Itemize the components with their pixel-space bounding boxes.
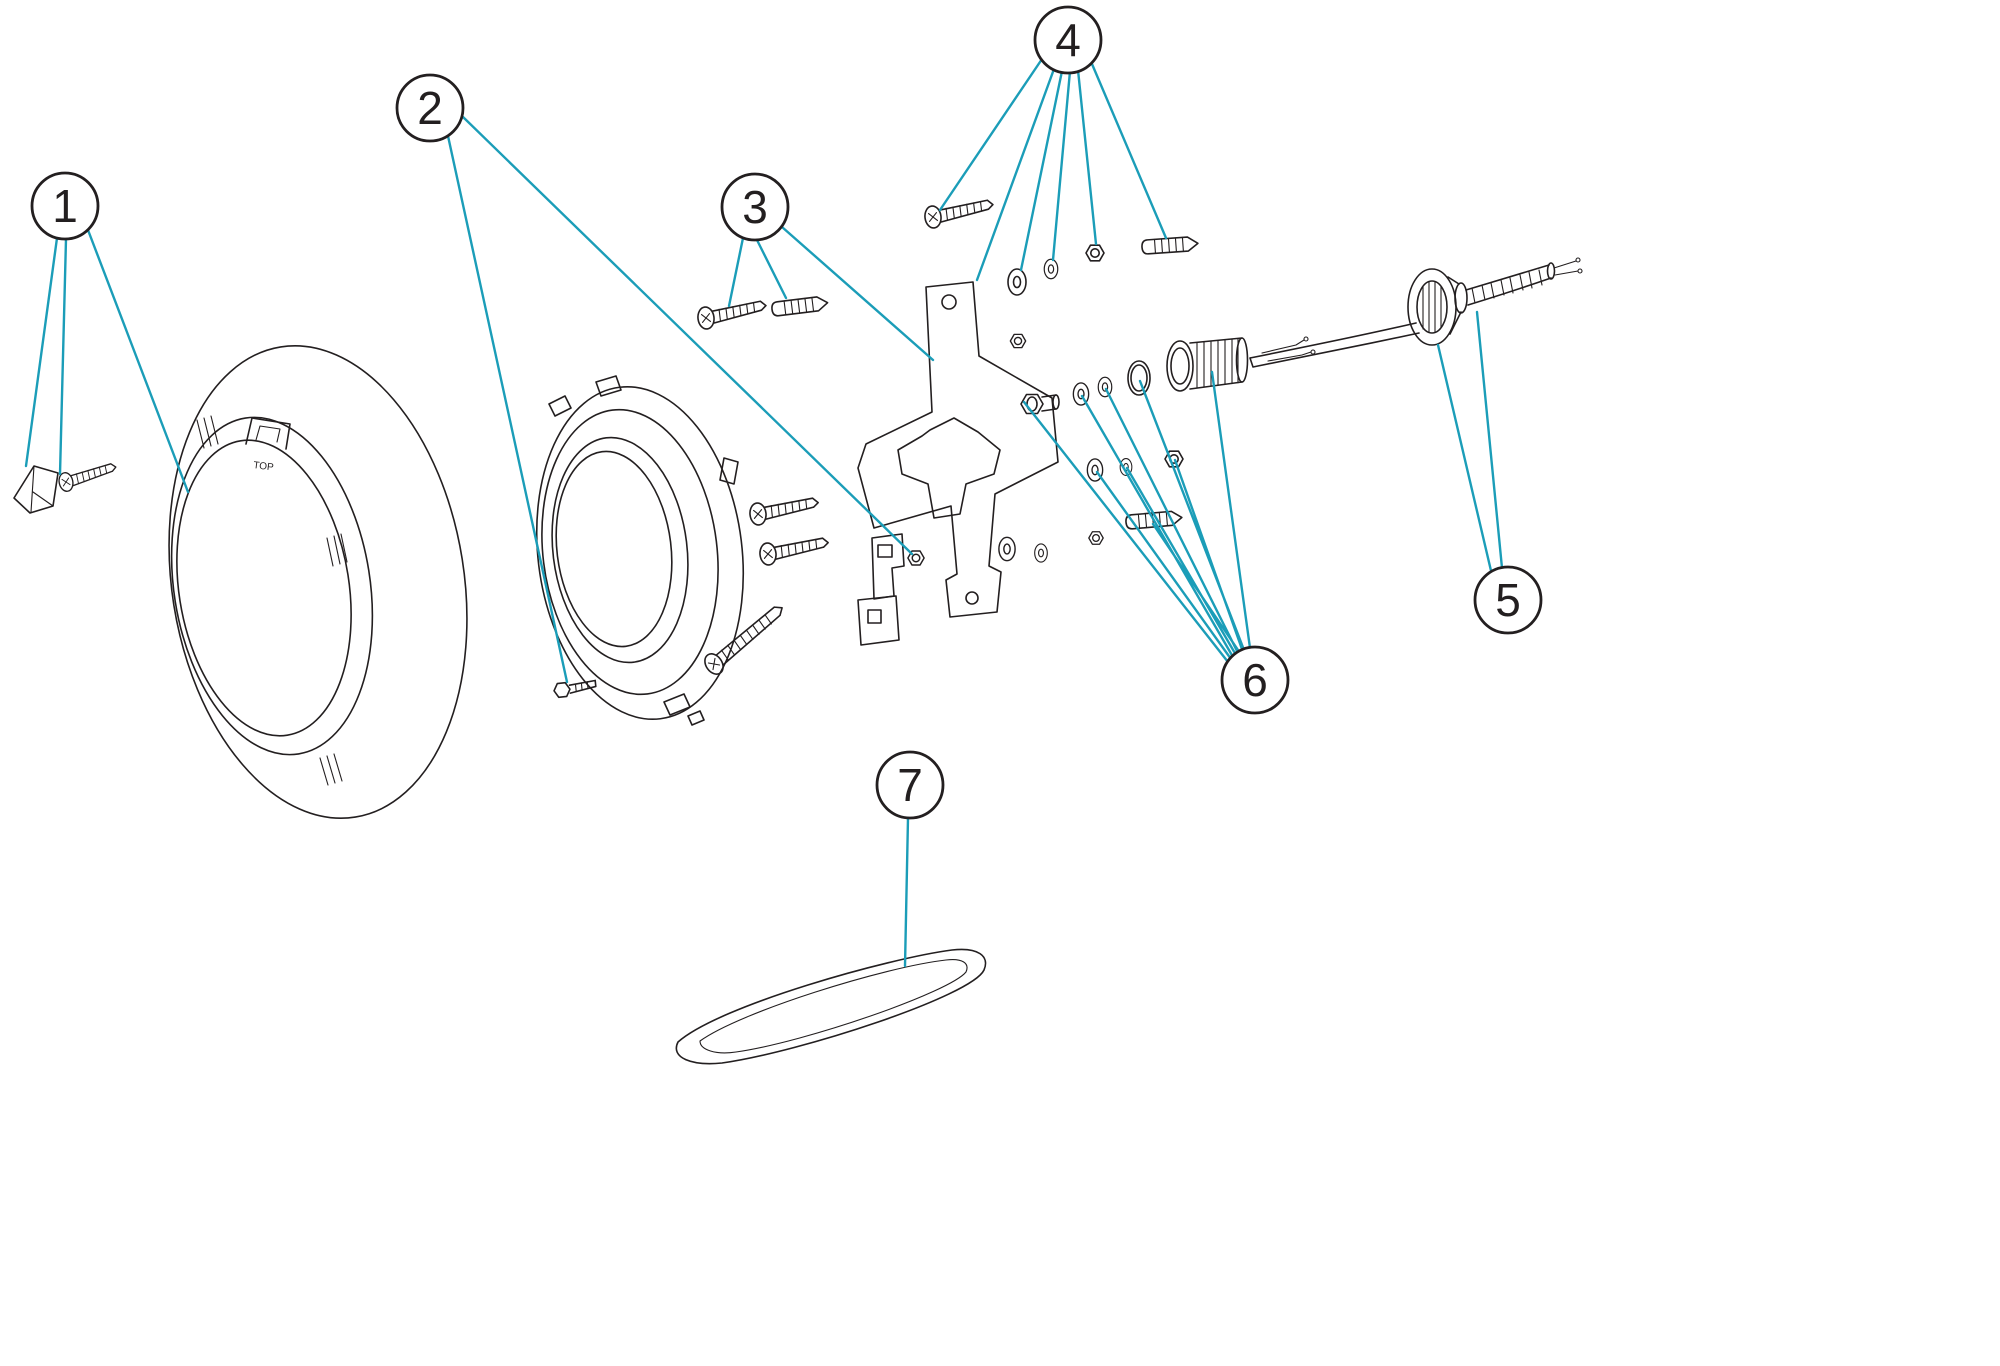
wall-anchor xyxy=(1140,235,1200,256)
fixing-ring xyxy=(535,375,745,726)
front-bezel-ring: TOP xyxy=(168,345,468,819)
callout-4: 4 xyxy=(1033,5,1103,75)
o-ring xyxy=(1127,360,1151,396)
callout-5: 5 xyxy=(1473,565,1543,635)
callout-number: 3 xyxy=(742,181,768,233)
callout-2-leaders xyxy=(446,114,914,684)
washer xyxy=(1034,543,1048,563)
mounting-bracket xyxy=(857,281,1059,618)
callout-2: 2 xyxy=(395,73,465,143)
callout-number: 4 xyxy=(1055,14,1081,66)
callout-3: 3 xyxy=(720,172,790,242)
callout-4-leaders xyxy=(938,57,1168,282)
screw xyxy=(699,602,794,679)
callout-7-leaders xyxy=(903,816,910,968)
nut xyxy=(1085,244,1105,262)
callout-number: 7 xyxy=(897,759,923,811)
retaining-clip xyxy=(13,465,59,514)
callout-number: 1 xyxy=(52,180,78,232)
washer xyxy=(1007,268,1027,296)
wedge-trim xyxy=(675,948,987,1065)
conduit xyxy=(1465,257,1583,306)
threaded-bushing xyxy=(1166,337,1249,392)
callout-5-leaders xyxy=(1436,310,1504,577)
callout-7: 7 xyxy=(875,750,945,820)
nut xyxy=(1088,531,1104,545)
callout-number: 2 xyxy=(417,82,443,134)
washer xyxy=(998,536,1016,562)
nut xyxy=(1009,333,1027,349)
leader-lines xyxy=(24,57,1504,968)
callout-6: 6 xyxy=(1220,645,1290,715)
screw xyxy=(748,495,821,527)
cable-gland xyxy=(1407,268,1468,346)
hex-bolt xyxy=(553,679,597,699)
callout-1-leaders xyxy=(24,228,190,494)
callout-number: 6 xyxy=(1242,654,1268,706)
callout-number: 5 xyxy=(1495,574,1521,626)
callout-1: 1 xyxy=(30,171,100,241)
wall-anchor xyxy=(770,294,830,318)
top-marking: TOP xyxy=(253,460,275,473)
callout-3-leaders xyxy=(727,225,935,362)
washer xyxy=(1043,258,1059,280)
clamp-bracket xyxy=(857,533,905,646)
callout-6-leaders xyxy=(1022,370,1252,664)
screw xyxy=(56,461,120,494)
screw xyxy=(922,197,996,230)
screw xyxy=(695,298,769,331)
power-cable xyxy=(1249,322,1420,368)
screw xyxy=(758,535,831,567)
